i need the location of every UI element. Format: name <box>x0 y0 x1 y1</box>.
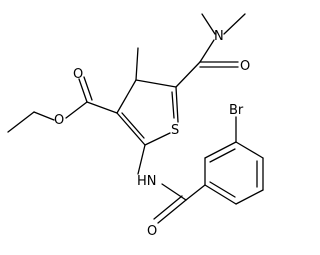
bond-c5-s <box>175 86 179 123</box>
bond-amide-ring <box>175 61 201 88</box>
bond-c3-estercarbon <box>86 101 118 114</box>
bond-benzamide-carbonyl-1 <box>157 199 187 224</box>
molecule-drawing: N O S O O HN O Br <box>7 13 264 239</box>
bond-s-c2 <box>144 132 171 146</box>
bond-benzene-5 <box>235 189 264 205</box>
atom-label-n-dimethyl: N <box>214 29 224 44</box>
atom-label-o-ester-carbonyl: O <box>73 67 83 82</box>
bond-n-methyl-right <box>223 13 246 35</box>
atom-label-s-thiophene: S <box>171 123 179 138</box>
bond-o-ethyl <box>33 111 55 121</box>
bond-c5-s-inner <box>171 91 175 119</box>
atom-label-nh: HN <box>137 174 157 189</box>
atom-label-br: Br <box>229 103 244 118</box>
atom-label-o-ester: O <box>54 113 64 128</box>
bond-benzene-6 <box>204 184 237 205</box>
atom-label-o-benzamide: O <box>147 224 157 239</box>
bond-carbonyl-benzene <box>185 184 206 201</box>
bond-layer <box>7 13 264 224</box>
structure-canvas: N O S O O HN O Br <box>7 13 264 239</box>
bond-c4-c5 <box>135 79 177 88</box>
bond-benzene-2 <box>204 141 237 159</box>
bond-ester-carbonyl-2 <box>83 76 93 101</box>
bond-benzene-3 <box>235 141 264 159</box>
bond-benzene-2-inner <box>209 148 236 163</box>
atom-label-o-amide: O <box>240 59 250 74</box>
bond-nh-carbonylcarbon <box>161 183 187 201</box>
bond-n-methyl-left <box>201 13 216 35</box>
atom-label-layer: N O S O O HN O Br <box>54 29 250 239</box>
bond-c2-c3 <box>116 112 146 146</box>
bond-ester-carbonyl-1 <box>78 78 88 103</box>
bond-benzamide-carbonyl-2 <box>153 195 183 220</box>
bond-c2-c3-inner <box>121 112 145 139</box>
bond-ester-o <box>65 101 88 119</box>
bond-ethyl-ch3 <box>7 111 35 133</box>
bond-c2-nh <box>137 144 146 175</box>
bond-c4-c3 <box>116 79 137 114</box>
bond-n-amidecarbon <box>199 39 215 63</box>
bond-c4-methyl <box>135 47 139 81</box>
bond-benzene-6-inner <box>209 181 236 198</box>
